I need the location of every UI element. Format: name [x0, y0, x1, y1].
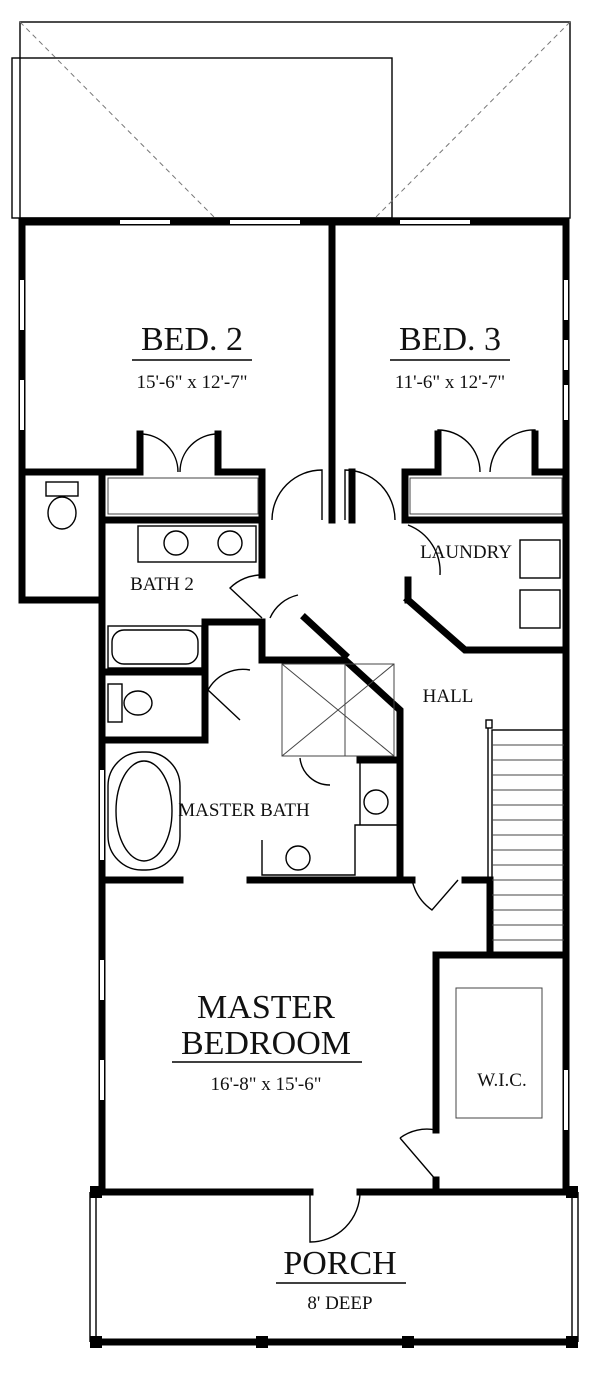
laundry-name: LAUNDRY — [420, 542, 512, 563]
laundry-fixtures — [519, 539, 561, 629]
porch — [89, 1186, 579, 1348]
master-bath-fixtures — [107, 663, 398, 876]
master-bedroom-dims: 16'-8" x 15'-6" — [210, 1074, 321, 1095]
bed2-name: BED. 2 — [141, 321, 243, 358]
porch-name: PORCH — [283, 1245, 396, 1282]
master-bedroom-name-line2: BEDROOM — [181, 1025, 351, 1062]
stairs — [485, 719, 565, 955]
bed2-dims: 15'-6" x 12'-7" — [136, 372, 247, 393]
room-labels: BED. 2 15'-6" x 12'-7" BED. 3 11'-6" x 1… — [130, 321, 527, 1314]
master-bedroom-name-line1: MASTER — [197, 989, 335, 1026]
closet-doors — [107, 429, 563, 515]
hall-name: HALL — [423, 686, 474, 707]
exterior-walls — [18, 218, 578, 1196]
bath2-fixtures — [45, 481, 257, 723]
bed3-name: BED. 3 — [399, 321, 501, 358]
porch-dims: 8' DEEP — [307, 1293, 372, 1314]
bath2-name: BATH 2 — [130, 574, 194, 595]
master-bath-name: MASTER BATH — [178, 800, 310, 821]
bedroom-doors — [207, 469, 459, 1243]
bed3-dims: 11'-6" x 12'-7" — [395, 372, 505, 393]
wic-name: W.I.C. — [477, 1070, 526, 1091]
wic-shelving — [455, 987, 543, 1119]
roof-outline — [11, 21, 571, 219]
